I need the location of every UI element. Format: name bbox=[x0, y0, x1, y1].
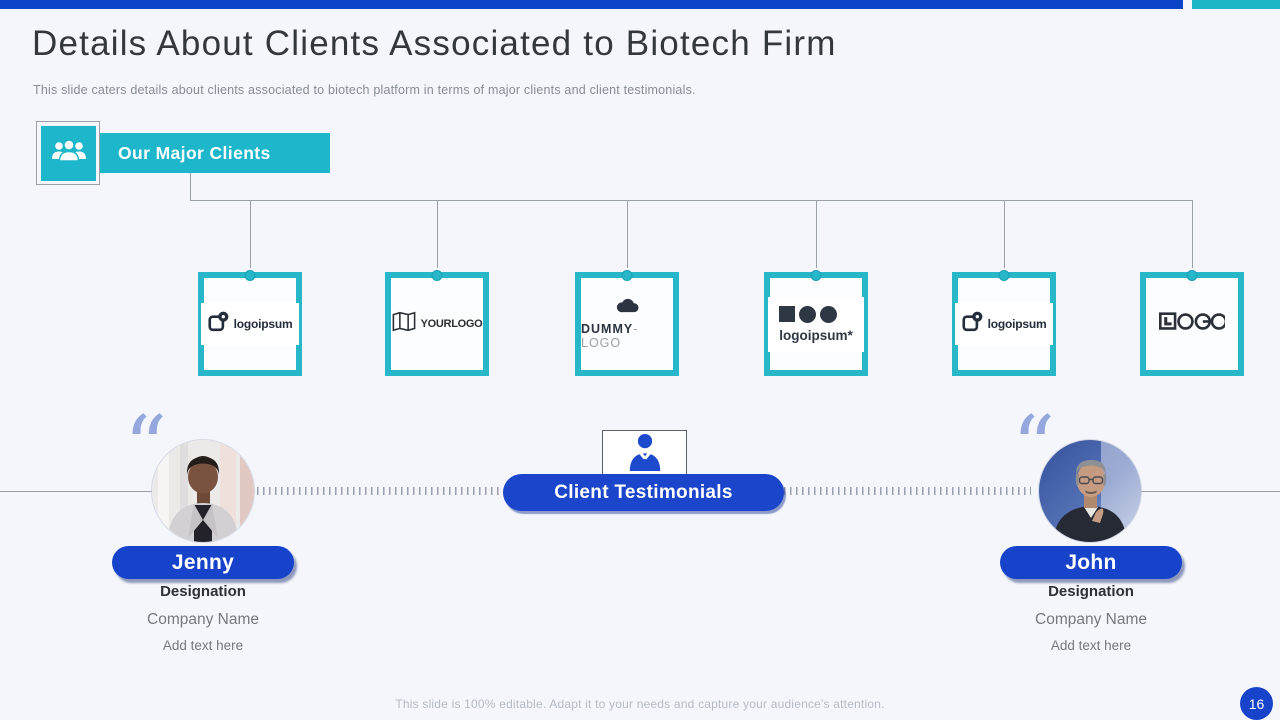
band-line-left bbox=[0, 491, 152, 492]
logo-glyphs-icon bbox=[1159, 312, 1228, 336]
testimonial-name: Jenny bbox=[171, 550, 235, 574]
logoipsum-mark-icon bbox=[208, 311, 229, 337]
testimonials-heading-pill: Client Testimonials bbox=[503, 474, 784, 511]
tree-drop-line bbox=[250, 200, 251, 268]
tree-drop-line bbox=[1192, 200, 1193, 268]
top-bar-blue-segment bbox=[0, 0, 1183, 9]
connector-dot bbox=[998, 270, 1010, 281]
major-clients-heading: Our Major Clients bbox=[118, 142, 271, 163]
logoipsum-mark-icon bbox=[962, 311, 983, 337]
top-accent-bar bbox=[0, 0, 1280, 9]
logo-label: logoipsum bbox=[987, 317, 1047, 331]
logoipsum-shapes-logo: logoipsum* bbox=[768, 296, 864, 352]
cloud-icon bbox=[611, 298, 643, 318]
client-logo-box-1[interactable]: logoipsum bbox=[198, 270, 302, 376]
businessman-icon bbox=[626, 432, 664, 477]
band-line-right bbox=[1141, 491, 1280, 492]
dummy-logo: DUMMY-LOGO bbox=[581, 298, 673, 350]
testimonial-designation: Designation bbox=[1048, 583, 1134, 600]
connector-dot bbox=[1186, 270, 1198, 281]
tree-horizontal-line bbox=[190, 200, 1192, 201]
band-tick-line-right bbox=[784, 487, 1031, 495]
testimonial-name-pill: John bbox=[1000, 546, 1182, 579]
testimonial-add-text-placeholder[interactable]: Add text here bbox=[162, 638, 244, 653]
top-bar-gap bbox=[1183, 0, 1192, 9]
testimonial-company: Company Name bbox=[1035, 611, 1147, 628]
major-clients-icon-frame bbox=[36, 121, 100, 185]
band-tick-line-left bbox=[257, 487, 503, 495]
client-logo-box-5[interactable]: logoipsum bbox=[952, 270, 1056, 376]
jenny-photo bbox=[152, 440, 254, 542]
connector-dot bbox=[810, 270, 822, 281]
major-clients-icon-tile bbox=[41, 126, 96, 181]
testimonial-company: Company Name bbox=[147, 611, 259, 628]
logo-label: logoipsum bbox=[233, 317, 293, 331]
top-bar-cyan-segment bbox=[1192, 0, 1280, 9]
testimonial-name: John bbox=[1065, 550, 1117, 574]
page-number-badge: 16 bbox=[1240, 687, 1273, 720]
logo-label: YOURLOGO bbox=[420, 318, 483, 330]
testimonials-icon-box bbox=[602, 430, 687, 478]
tree-drop-line bbox=[1004, 200, 1005, 268]
footer-note: This slide is 100% editable. Adapt it to… bbox=[395, 697, 885, 711]
tree-drop-line bbox=[816, 200, 817, 268]
john-photo bbox=[1039, 440, 1141, 542]
major-clients-banner: Our Major Clients bbox=[100, 133, 330, 173]
page-title: Details About Clients Associated to Biot… bbox=[32, 24, 837, 63]
client-logo-box-3[interactable]: DUMMY-LOGO bbox=[575, 270, 679, 376]
tree-drop-line bbox=[437, 200, 438, 268]
people-group-icon bbox=[50, 137, 88, 170]
page-subtitle: This slide caters details about clients … bbox=[33, 83, 696, 97]
banner-drop-line bbox=[190, 173, 191, 200]
testimonial-designation: Designation bbox=[160, 583, 246, 600]
testimonials-heading: Client Testimonials bbox=[554, 481, 733, 503]
logo-label: logoipsum* bbox=[779, 327, 853, 343]
testimonial-add-text-placeholder[interactable]: Add text here bbox=[1050, 638, 1132, 653]
logo-label: DUMMY-LOGO bbox=[581, 322, 639, 350]
folded-map-icon bbox=[392, 311, 416, 337]
connector-dot bbox=[621, 270, 633, 281]
client-logo-box-4[interactable]: logoipsum* bbox=[764, 270, 868, 376]
logoipsum-logo: logoipsum bbox=[954, 303, 1054, 345]
square-circles-shapes-icon bbox=[779, 305, 838, 323]
connector-dot bbox=[431, 270, 443, 281]
tree-drop-line bbox=[627, 200, 628, 268]
connector-dot bbox=[244, 270, 256, 281]
testimonial-name-pill: Jenny bbox=[112, 546, 294, 579]
client-logo-box-2[interactable]: YOURLOGO bbox=[385, 270, 489, 376]
yourlogo-logo: YOURLOGO bbox=[392, 311, 483, 337]
logoipsum-logo: logoipsum bbox=[200, 303, 300, 345]
page-number: 16 bbox=[1248, 695, 1265, 712]
client-logo-box-6[interactable] bbox=[1140, 270, 1244, 376]
